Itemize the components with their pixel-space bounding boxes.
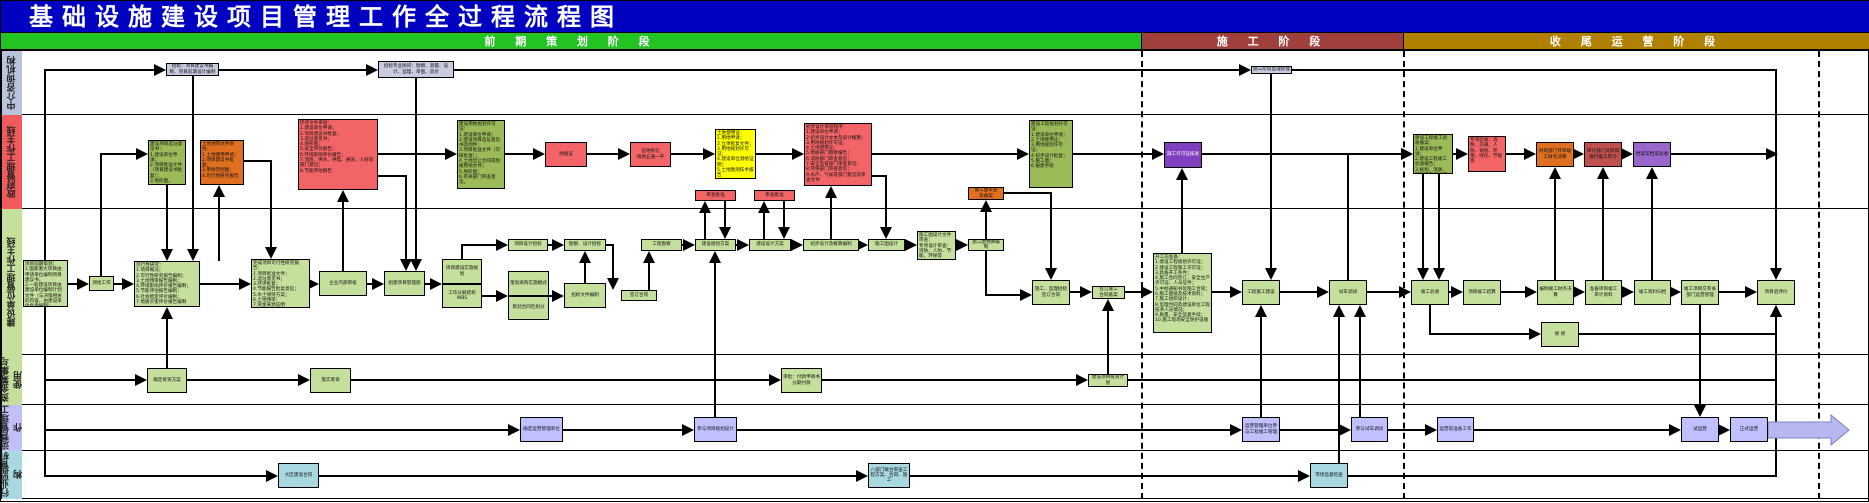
node-implementation-plan[interactable]: 项目建设实施规划 xyxy=(442,259,482,284)
node-review-approval[interactable]: 审查批准 xyxy=(754,190,795,201)
node-construction[interactable]: 工程施工建设 xyxy=(1242,280,1280,305)
node-investment-plan[interactable]: 建设项目投资计划 xyxy=(1088,374,1128,387)
node-pre-operation[interactable]: 运营前准备工作 xyxy=(1437,417,1474,442)
node-operator-completion[interactable]: 运营管理单位参与工程竣工管理 xyxy=(1242,417,1280,442)
phase-divider xyxy=(1403,51,1405,499)
node-site-selection[interactable]: 建设项目选址意见书： 1.建设单位申请； 2.项目批准文件（项目建议书批复）； … xyxy=(148,140,186,185)
node-audit[interactable]: 审计部门对项目进行竣工审计 xyxy=(1584,142,1622,167)
phase-divider xyxy=(1818,51,1820,499)
node-planning-certificate[interactable]: 地规证 xyxy=(545,142,587,167)
node-select-operator[interactable]: 确定运营管理单位 xyxy=(520,417,563,442)
node-finance-review[interactable]: 财政部门评审竣工财务决算 xyxy=(1536,142,1574,167)
node-contract-packages[interactable]: 策划合同包划分 xyxy=(508,296,549,320)
node-payment-approval[interactable]: 审批：付款申请书 分期付款 xyxy=(781,368,822,393)
node-review-approval[interactable]: 审查批准 xyxy=(695,190,736,201)
lane-owner: 建设单位管理工作主线 xyxy=(1,209,1869,355)
node-funding-plan[interactable]: 确定筹资方案 xyxy=(147,368,187,393)
node-completion-filing[interactable]: 建设工程竣工验收备案： 1.建设单位申请； 2.建设工程竣工验收报告； 3.规划… xyxy=(1413,134,1453,174)
node-planning-scheme[interactable]: 建设规划方案 xyxy=(695,239,736,251)
node-land-use-planning-permit[interactable]: 建设用地规划许可证： 1.建设单位申请； 2.建设项目选址意见书及附件； 3.项… xyxy=(457,120,505,189)
node-land-pre-approval[interactable]: 土地预审文件审批： 1.土地使用申请； 2.项目建议书批复； 3.用地范围图； … xyxy=(200,140,244,185)
node-operator-design[interactable]: 参与项目规划设计 xyxy=(694,417,737,442)
node-preliminary-design[interactable]: 初步设计及概算编制 xyxy=(803,239,859,251)
phase-construction: 施 工 阶 段 xyxy=(1142,33,1404,51)
lane-label: 资金筹集与使用 xyxy=(1,355,24,405)
node-construction-tender[interactable]: 施工、监理招标 签订合同 xyxy=(1032,280,1070,305)
lane-label: 中介咨询机构 xyxy=(1,51,22,115)
phase-planning: 前 期 策 划 阶 段 xyxy=(1,33,1142,51)
node-design-scheme[interactable]: 建设设计方案 xyxy=(749,239,791,251)
lane-label: 建设单位管理工作主线 xyxy=(1,209,22,355)
node-operator-commissioning[interactable]: 参与试车调试 xyxy=(1351,417,1388,442)
node-eia-approval[interactable]: 环评文件审批： 1.建设单位申请； 2.项目建议书批复； 3.选址意见书； 4.… xyxy=(298,119,378,190)
node-special-acceptance[interactable]: 专项验收：消防、交通、人防、规划、环保、绿化、节能等 xyxy=(1468,136,1506,172)
lane-operation: 运营管理工作 xyxy=(1,405,1869,451)
node-audit-materials[interactable]: 准备项目竣工 审计资料 xyxy=(1585,280,1622,305)
node-land-use-certificate[interactable]: 土地使用证： 1.用地申请； 2.立项批复文件； 3.用地规划许可证； 4.建设… xyxy=(715,129,756,179)
node-land-acquisition[interactable]: 征地拆迁 场地五通一平 xyxy=(630,142,671,167)
node-construction-permit[interactable]: 施工许可证核发 xyxy=(1164,142,1202,168)
node-completion-acceptance[interactable]: 竣工验收 xyxy=(1411,280,1449,305)
node-design-tender[interactable]: 项目设计招标 xyxy=(508,239,548,251)
node-construction-drawing[interactable]: 施工图设计 xyxy=(868,239,905,251)
node-construction-supervision[interactable]: 施工阶段监理管理 xyxy=(1251,66,1292,74)
node-tender-docs[interactable]: 招标文件编制 xyxy=(564,283,606,308)
node-secure-funding[interactable]: 落实筹资 xyxy=(310,368,351,393)
node-district-contract[interactable]: 大区建设合同 xyxy=(278,463,319,488)
node-archiving[interactable]: 竣工资料归档 xyxy=(1634,280,1671,305)
node-handover[interactable]: 竣工项目交有关部门运营管理 xyxy=(1681,280,1719,305)
node-preliminary-design-approval[interactable]: 初步设计审批程序： 1.建设单位申请； 2.初步设计文本及设计概算； 3.用地规… xyxy=(804,123,872,186)
node-drawing-review-filing[interactable]: 施工图审查 及备案 xyxy=(968,187,1004,200)
node-feasibility-report[interactable]: 完成项目可行性研究报告： 1.项目批准文件； 2.选址意见书； 3.环评批复； … xyxy=(251,259,310,308)
node-bid-proposal[interactable]: 招标：项目建议书编制、项目前期设计编制 xyxy=(166,63,219,76)
node-bid-consultants[interactable]: 招标专业顾问：勘察、测量、设计、监理、审图、造价 xyxy=(378,61,454,78)
node-market-inspection[interactable]: 市场监督检查 xyxy=(1310,463,1348,488)
phase-closing: 收 尾 运 营 阶 段 xyxy=(1404,33,1869,51)
node-wbs[interactable]: 工作分解结构 WBS xyxy=(442,284,482,308)
node-sign-contract[interactable]: 签订合同 xyxy=(621,290,657,301)
node-settlement[interactable]: 项目竣工结算 xyxy=(1463,280,1501,305)
node-trial-operation[interactable]: 试运营 xyxy=(1681,417,1719,442)
node-commissioning[interactable]: 试车调试 xyxy=(1329,280,1367,305)
node-pre-construction[interactable]: 开工前准备： 1.建设工程规划许可证； 2.建设工程施工许可证； 3.具备开工条… xyxy=(1153,253,1212,333)
phase-divider xyxy=(1141,51,1143,499)
node-survey-design-tender[interactable]: 勘察、设计招标 xyxy=(564,239,606,251)
node-drawing-review[interactable]: 施工图设计文件审查： 专项设计审查：消防、人防、节能、环保等 xyxy=(917,231,956,260)
node-feasibility-study[interactable]: 可行性研究： 1.项目概况； 2.可行性研究报告编制； 3.土地预审报告编制； … xyxy=(134,261,200,307)
lane-government: 政府管理工作主线 xyxy=(1,115,1869,209)
node-procurement-mode[interactable]: 策划采购实施模式 xyxy=(508,271,549,296)
lane-intermediary: 中介咨询机构 xyxy=(1,51,1869,115)
node-final-accounts[interactable]: 编制竣工财务决算 xyxy=(1537,280,1574,305)
node-project-planning[interactable]: 项目前期策划： 1.国家重大项目由申请单位编制项目建议书； 2.一般建设项目由建… xyxy=(23,260,68,307)
lane-funding: 资金筹集与使用 xyxy=(1,355,1869,405)
lane-label: 政府管理工作主线 xyxy=(1,115,22,209)
node-surveying[interactable]: 测绘工作 xyxy=(89,276,114,291)
node-contract-filing[interactable]: 签订施工 合同备案 xyxy=(1092,286,1125,299)
page-title: 基础设施建设项目管理工作全过程流程图 xyxy=(1,1,1869,33)
node-archive-acceptance[interactable]: 档案馆档案验收 xyxy=(1633,142,1671,167)
node-warranty[interactable]: 保 修 xyxy=(1541,322,1579,347)
node-form-project-dept[interactable]: 组建项目管理部 xyxy=(384,271,425,296)
node-post-evaluation[interactable]: 项目后评价 xyxy=(1757,280,1795,305)
node-formal-operation[interactable]: 正式运营 xyxy=(1730,417,1768,442)
node-construction-planning-permit[interactable]: 建设工程规划许可证： 1.建设单位申请； 2.土地使用证； 3.用地规划许可证；… xyxy=(1029,120,1073,188)
lane-label: 行业监管机构 xyxy=(1,451,24,499)
node-internal-review[interactable]: 企业内部审核 xyxy=(319,271,367,296)
node-engineering-survey[interactable]: 工程勘察 xyxy=(641,239,682,251)
lane-label: 运营管理工作 xyxy=(1,405,24,451)
node-drawing-budget[interactable]: 施工图预算编制 xyxy=(968,239,1004,251)
lane-supervision: 行业监管机构 xyxy=(1,451,1869,499)
node-joint-review[interactable]: 八部门联合审查工程方案、合同、施工 xyxy=(868,463,910,488)
